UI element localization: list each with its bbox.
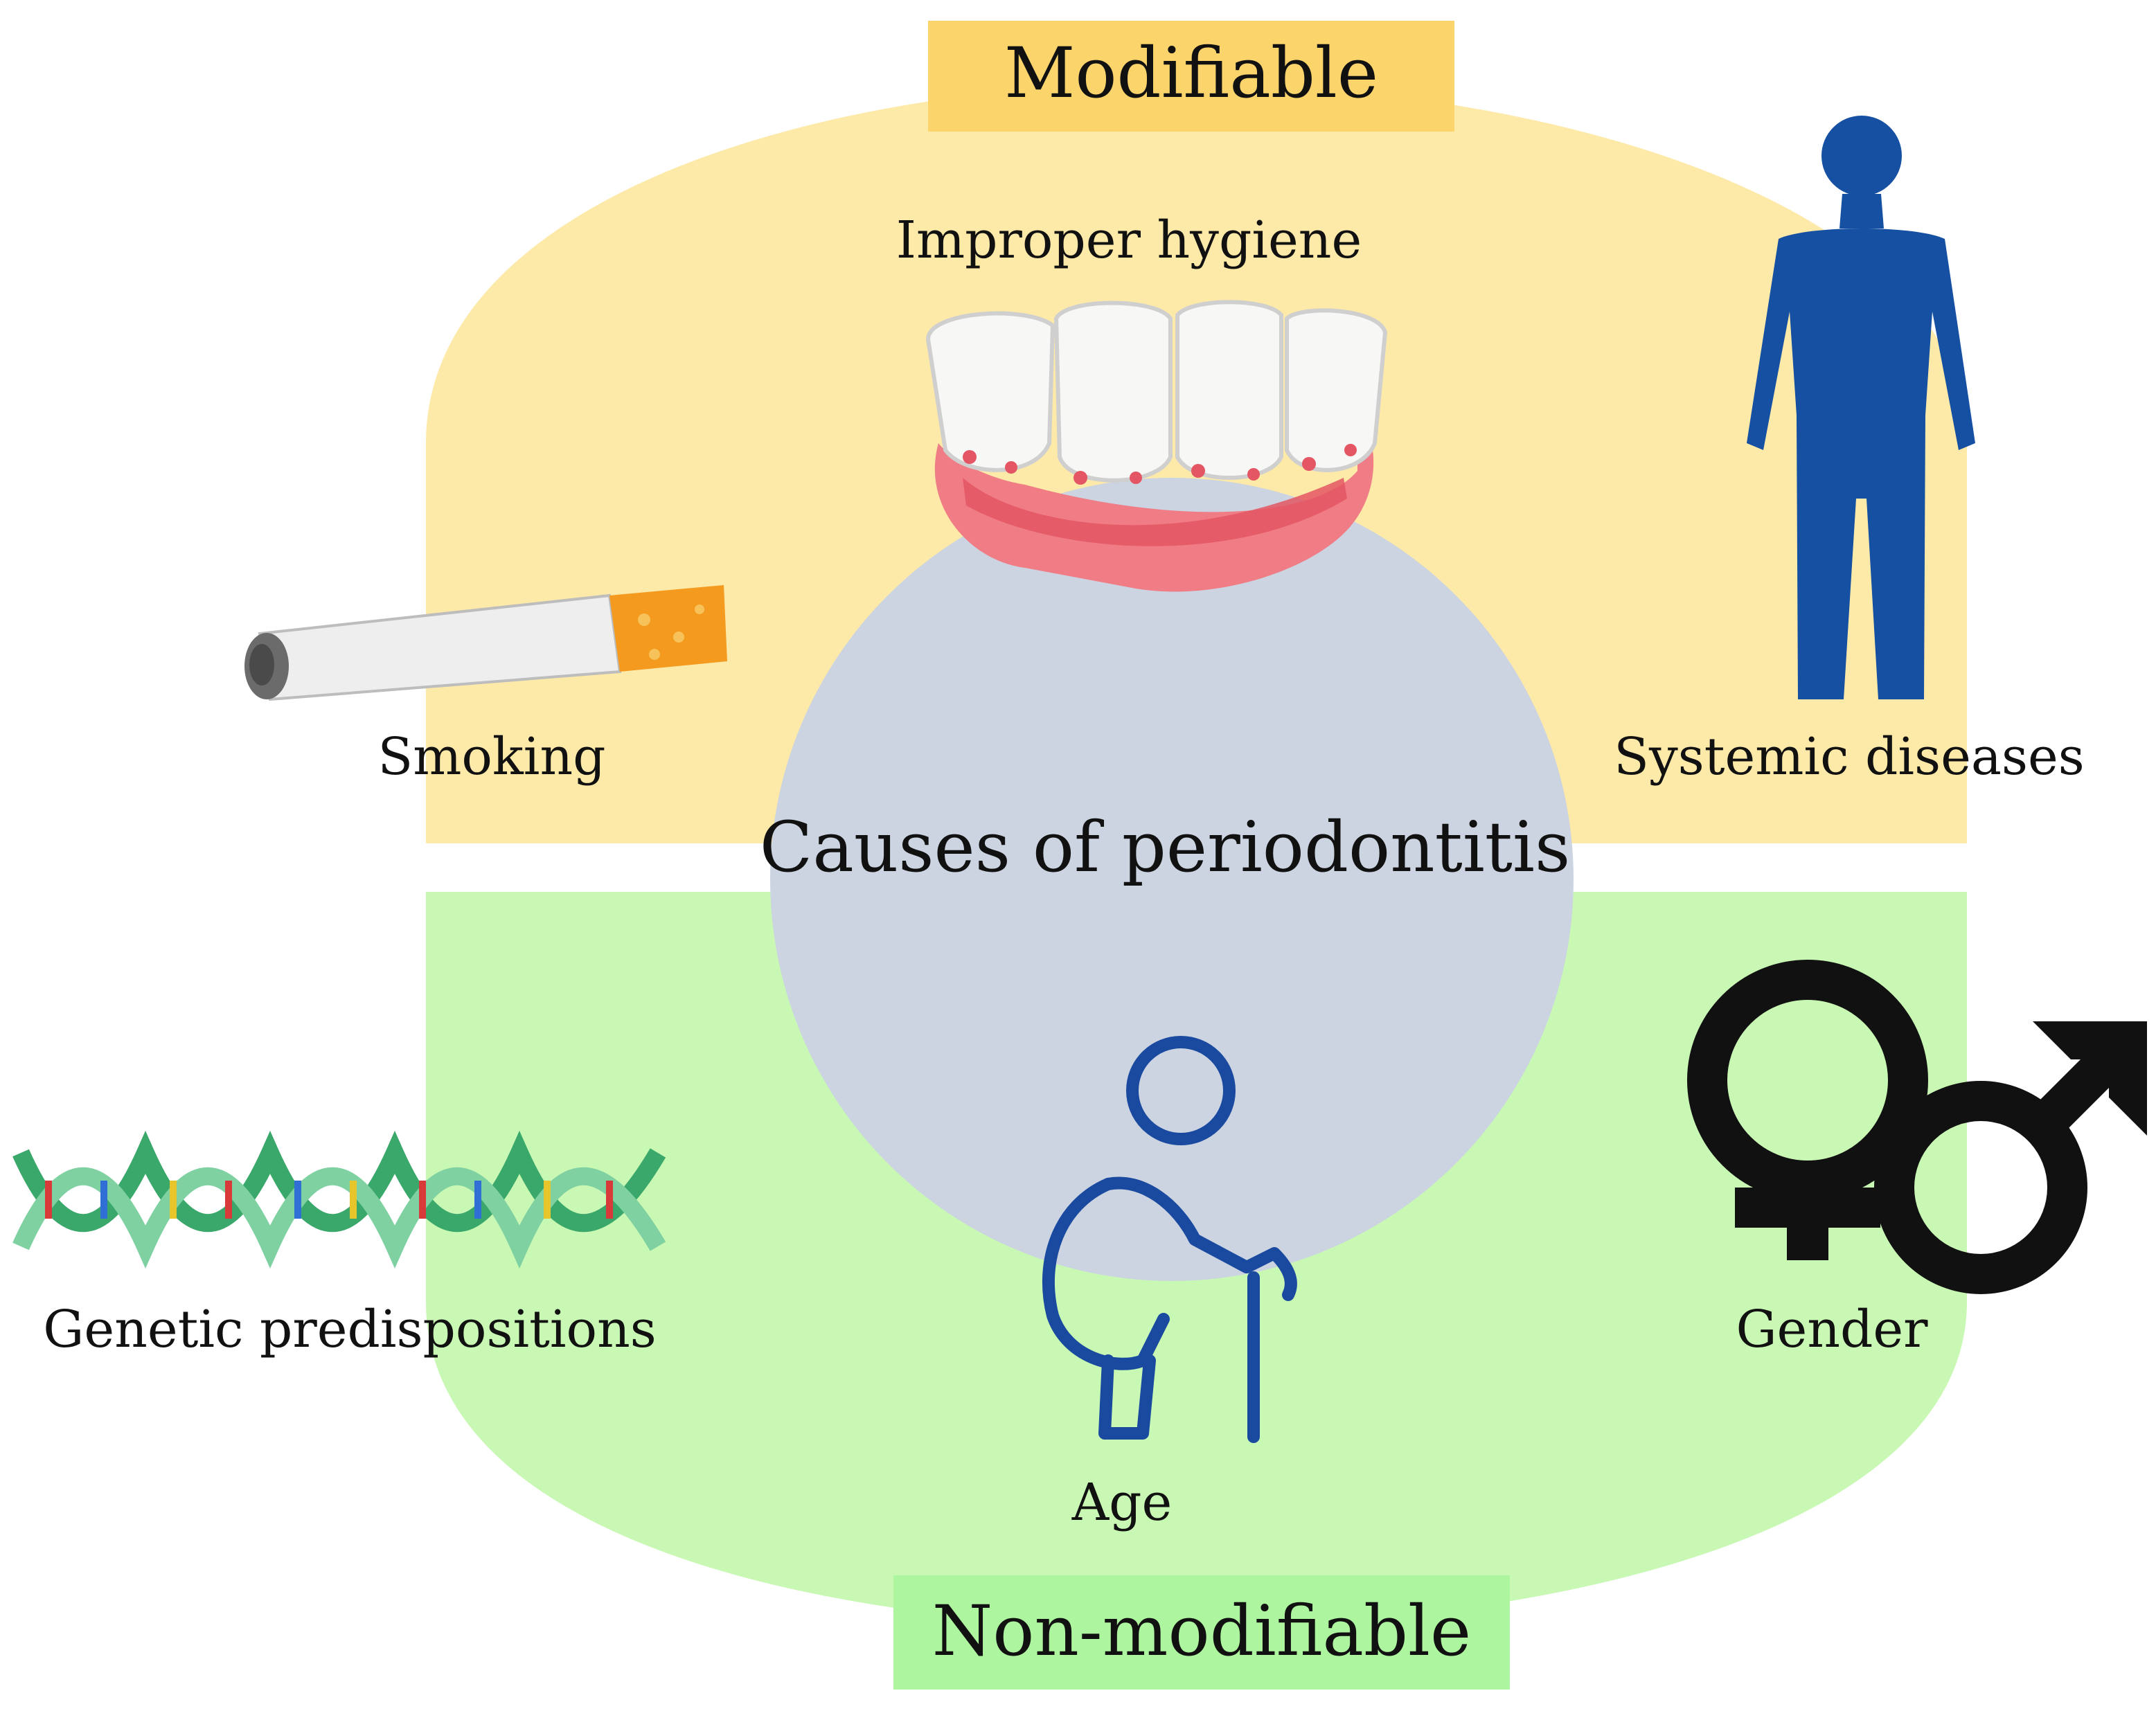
elderly-person-icon (1042, 1036, 1297, 1443)
gender-symbols-icon (1687, 960, 2147, 1294)
non-modifiable-header: Non-modifiable (932, 1591, 1471, 1672)
center-label: Causes of periodontitis (760, 807, 1571, 888)
dna-helix-icon (12, 1131, 666, 1269)
modifiable-header: Modifiable (1004, 33, 1378, 114)
modifiable-header-box (928, 21, 1454, 132)
inflamed-gums-icon (925, 300, 1388, 592)
age-label: Age (1071, 1473, 1173, 1532)
gender-label: Gender (1736, 1300, 1928, 1359)
systemic-label: Systemic diseases (1614, 727, 2084, 787)
center-circle (770, 478, 1574, 1281)
smoking-label: Smoking (378, 727, 606, 787)
hygiene-label: Improper hygiene (896, 210, 1362, 270)
genetic-label: Genetic predispositions (43, 1300, 656, 1359)
cigarette-icon (244, 585, 727, 701)
non-modifiable-header-box (893, 1575, 1510, 1690)
human-body-icon (1747, 116, 1975, 699)
